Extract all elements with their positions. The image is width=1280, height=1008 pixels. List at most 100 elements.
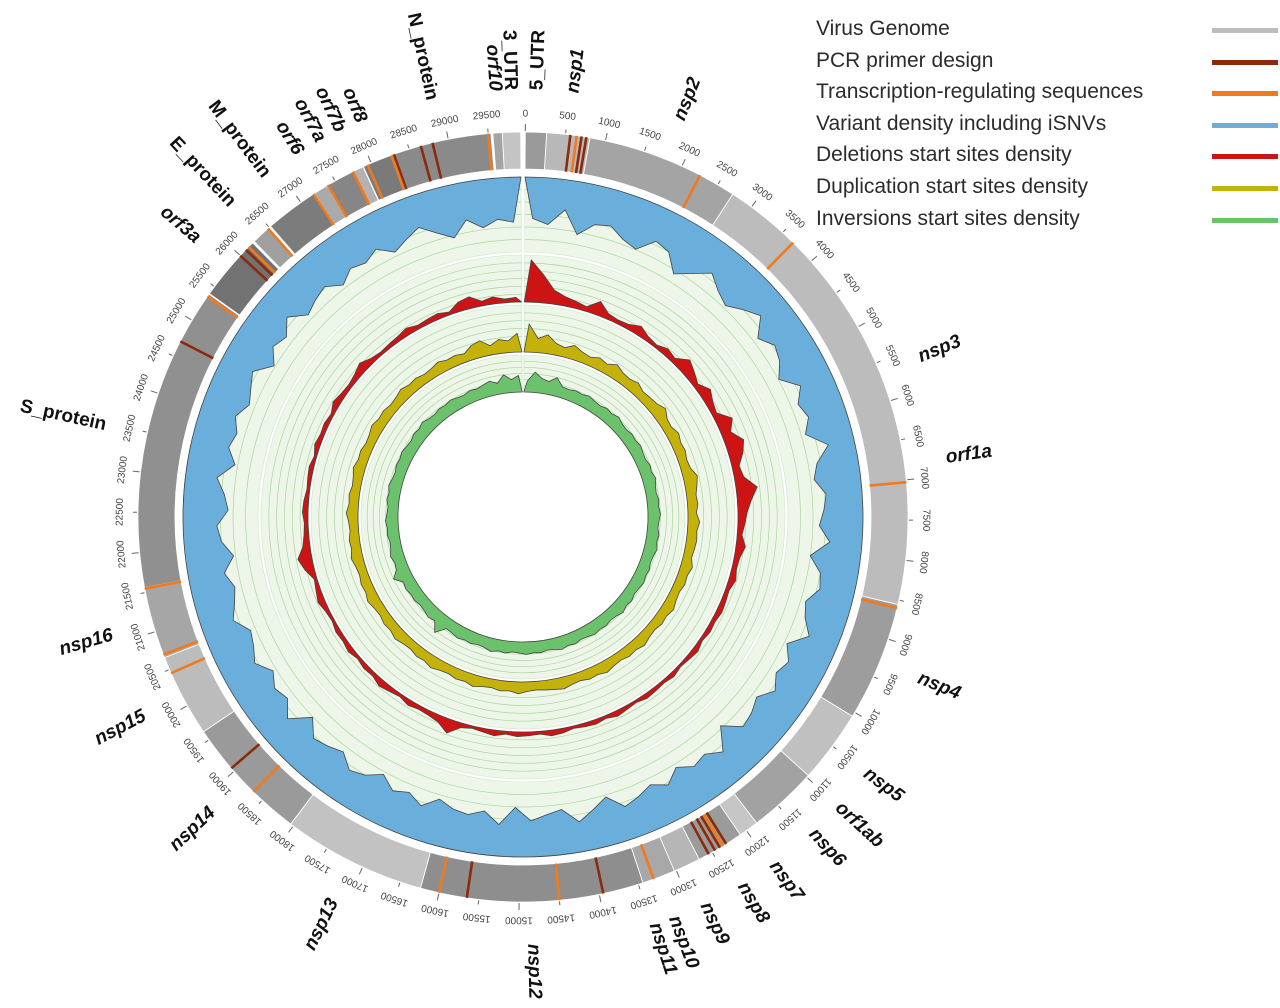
gene-label-nsp2: nsp2: [669, 74, 705, 123]
gene-label-nsp3: nsp3: [915, 331, 964, 367]
tick-label: 24000: [132, 372, 151, 402]
tick-label: 12000: [742, 833, 771, 858]
gene-label-s-protein: S_protein: [18, 396, 108, 435]
tick-mark: [746, 831, 752, 838]
tick-mark: [890, 397, 898, 402]
trs-mark: [869, 480, 907, 487]
gene-segment-orf8: [362, 154, 404, 201]
legend-swatch: [1212, 59, 1278, 65]
tick-mark: [811, 255, 818, 262]
tick-label: 16000: [420, 902, 450, 919]
pcr-primer-mark: [705, 811, 728, 845]
tick-mark: [147, 631, 155, 635]
legend: Virus Genome PCR primer design Transcrip…: [812, 14, 1278, 235]
tick-mark: [712, 852, 716, 857]
tick-label: 10500: [834, 742, 860, 771]
tick-mark: [407, 144, 410, 149]
trs-mark: [162, 640, 199, 656]
tick-mark: [446, 131, 449, 139]
tick-label: 6500: [910, 424, 925, 448]
tick-label: 17000: [340, 872, 370, 894]
tick-mark: [227, 771, 234, 778]
legend-label: Inversions start sites density: [816, 206, 1080, 230]
tick-label: 11500: [776, 806, 804, 832]
tick-label: 0: [523, 109, 529, 120]
trs-mark: [366, 164, 384, 200]
legend-label: Deletions start sites density: [816, 143, 1072, 167]
tick-label: 12500: [706, 856, 736, 879]
gene-label-nsp4: nsp4: [915, 668, 964, 704]
legend-item-deletions: Deletions start sites density: [812, 140, 1278, 172]
tick-mark: [605, 133, 608, 141]
track-gridline: [379, 373, 667, 661]
tick-mark: [888, 638, 896, 643]
pcr-primer-mark: [244, 248, 274, 277]
tick-mark: [288, 826, 294, 833]
legend-label: Transcription-regulating sequences: [816, 80, 1144, 104]
tick-label: 7500: [920, 509, 931, 532]
pcr-primer-mark: [564, 134, 572, 172]
tick-mark: [906, 560, 914, 562]
gene-label-nsp14: nsp14: [165, 802, 220, 855]
tick-mark: [398, 882, 401, 887]
tick-mark: [644, 146, 647, 151]
legend-item-variant-density: Variant density including iSNVs: [812, 109, 1278, 141]
tick-mark: [751, 200, 757, 207]
trs-mark: [267, 227, 294, 258]
trs-mark: [681, 174, 702, 209]
tick-mark: [358, 867, 363, 875]
pcr-primer-mark: [699, 815, 722, 849]
tick-mark: [204, 739, 209, 744]
track-gridline: [245, 239, 801, 795]
legend-swatch: [1212, 28, 1278, 33]
gene-label-nsp9: nsp9: [696, 899, 734, 948]
gene-label-nsp5: nsp5: [859, 763, 907, 807]
tick-label: 8500: [908, 592, 924, 617]
tick-label: 15000: [505, 914, 533, 925]
tick-mark: [323, 848, 327, 853]
tick-mark: [901, 438, 906, 441]
tick-label: 28500: [389, 123, 419, 142]
tick-label: 4000: [813, 238, 836, 262]
tick-label: 11000: [806, 776, 833, 804]
tick-label: 2500: [714, 159, 739, 180]
pcr-primer-mark: [579, 137, 588, 174]
gene-label-3-utr: 3_UTR: [498, 30, 521, 91]
pcr-primer-mark: [431, 142, 443, 180]
gene-label-orf3a: orf3a: [156, 202, 205, 248]
pcr-primer-mark: [392, 153, 408, 190]
track-gridline: [326, 320, 720, 714]
trs-mark: [437, 856, 449, 894]
gene-label-e-protein: E_protein: [165, 133, 240, 211]
tick-label: 19000: [207, 769, 234, 797]
tick-mark: [295, 195, 301, 202]
tick-mark: [332, 176, 336, 181]
tick-label: 5000: [863, 306, 884, 331]
tick-mark: [778, 805, 782, 810]
legend-item-inversions: Inversions start sites density: [812, 204, 1278, 236]
tick-mark: [782, 228, 787, 233]
tick-mark: [436, 893, 440, 901]
pcr-primer-mark: [179, 340, 214, 360]
tick-label: 27500: [312, 154, 342, 177]
legend-label: PCR primer design: [816, 48, 994, 72]
tick-mark: [874, 676, 879, 680]
gene-segment-m-protein: [270, 193, 335, 255]
tick-label: 26500: [243, 200, 271, 227]
trs-mark: [206, 295, 239, 319]
tick-label: 24500: [146, 333, 168, 363]
tick-mark: [599, 895, 602, 903]
legend-label: Virus Genome: [816, 17, 950, 40]
trs-mark: [554, 863, 561, 901]
tick-label: 20000: [160, 699, 183, 729]
tick-label: 14500: [546, 911, 575, 925]
tick-label: 26000: [214, 229, 241, 257]
tick-mark: [164, 669, 169, 672]
tick-mark: [258, 800, 262, 805]
tick-label: 21500: [120, 581, 136, 611]
tick-label: 29000: [430, 114, 460, 130]
gene-segment-5-utr: [524, 131, 548, 171]
tick-label: 15500: [462, 910, 491, 924]
gene-segment-3-utr: [501, 131, 522, 170]
